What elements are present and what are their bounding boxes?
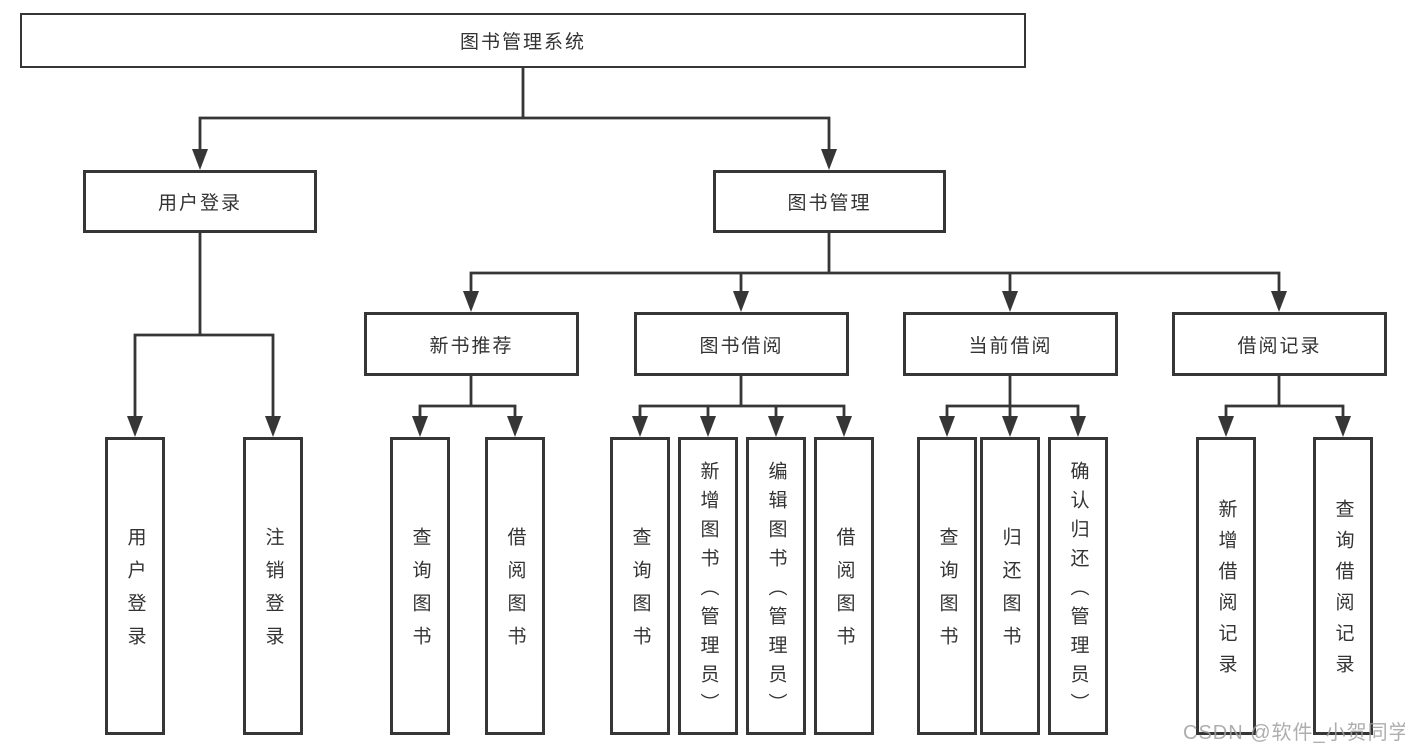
node-leaf-query-books-2: 查询图书 <box>610 437 670 735</box>
node-leaf-query-books-3: 查询图书 <box>917 437 977 735</box>
node-borrowing-records: 借阅记录 <box>1172 312 1387 376</box>
node-user-login: 用户登录 <box>83 170 317 233</box>
node-label: 查询图书 <box>936 527 958 659</box>
node-label: 借阅图书 <box>504 527 526 659</box>
node-leaf-add-borrow-record: 新增借阅记录 <box>1196 437 1256 735</box>
node-leaf-edit-books-admin: 编辑图书（管理员） <box>746 437 806 735</box>
node-leaf-borrow-books-2: 借阅图书 <box>814 437 874 735</box>
node-book-borrowing: 图书借阅 <box>634 312 849 376</box>
node-label: 当前借阅 <box>968 335 1053 357</box>
node-label: 归还图书 <box>999 527 1021 659</box>
node-label: 注销登录 <box>262 527 284 659</box>
node-leaf-borrow-books-1: 借阅图书 <box>485 437 545 735</box>
node-label: 用户登录 <box>157 193 242 214</box>
node-label: 查询图书 <box>629 527 651 659</box>
node-leaf-confirm-return-admin: 确认归还（管理员） <box>1048 437 1108 735</box>
node-label: 用户登录 <box>124 527 146 659</box>
node-label: 新增图书（管理员） <box>697 460 719 722</box>
node-new-book-recommendation: 新书推荐 <box>364 312 579 376</box>
node-label: 确认归还（管理员） <box>1067 460 1089 722</box>
node-label: 查询图书 <box>409 527 431 659</box>
node-label: 新书推荐 <box>429 335 514 357</box>
node-label: 编辑图书（管理员） <box>765 460 787 722</box>
node-label: 图书管理 <box>787 193 872 214</box>
node-label: 图书借阅 <box>699 335 784 357</box>
node-label: 新增借阅记录 <box>1215 499 1237 685</box>
node-book-management: 图书管理 <box>713 170 946 233</box>
node-label: 图书管理系统 <box>459 32 586 53</box>
node-leaf-logout: 注销登录 <box>243 437 303 735</box>
node-current-borrowing: 当前借阅 <box>903 312 1118 376</box>
csdn-watermark: CSDN @软件_小贺同学 <box>1183 722 1405 744</box>
node-leaf-query-borrow-record: 查询借阅记录 <box>1313 437 1373 735</box>
node-library-management-system: 图书管理系统 <box>20 13 1026 68</box>
node-leaf-return-books: 归还图书 <box>980 437 1040 735</box>
node-leaf-add-books-admin: 新增图书（管理员） <box>678 437 738 735</box>
node-label: 借阅记录 <box>1237 335 1322 357</box>
node-leaf-user-login: 用户登录 <box>105 437 165 735</box>
node-leaf-query-books-1: 查询图书 <box>390 437 450 735</box>
node-label: 查询借阅记录 <box>1332 499 1354 685</box>
node-label: 借阅图书 <box>833 527 855 659</box>
